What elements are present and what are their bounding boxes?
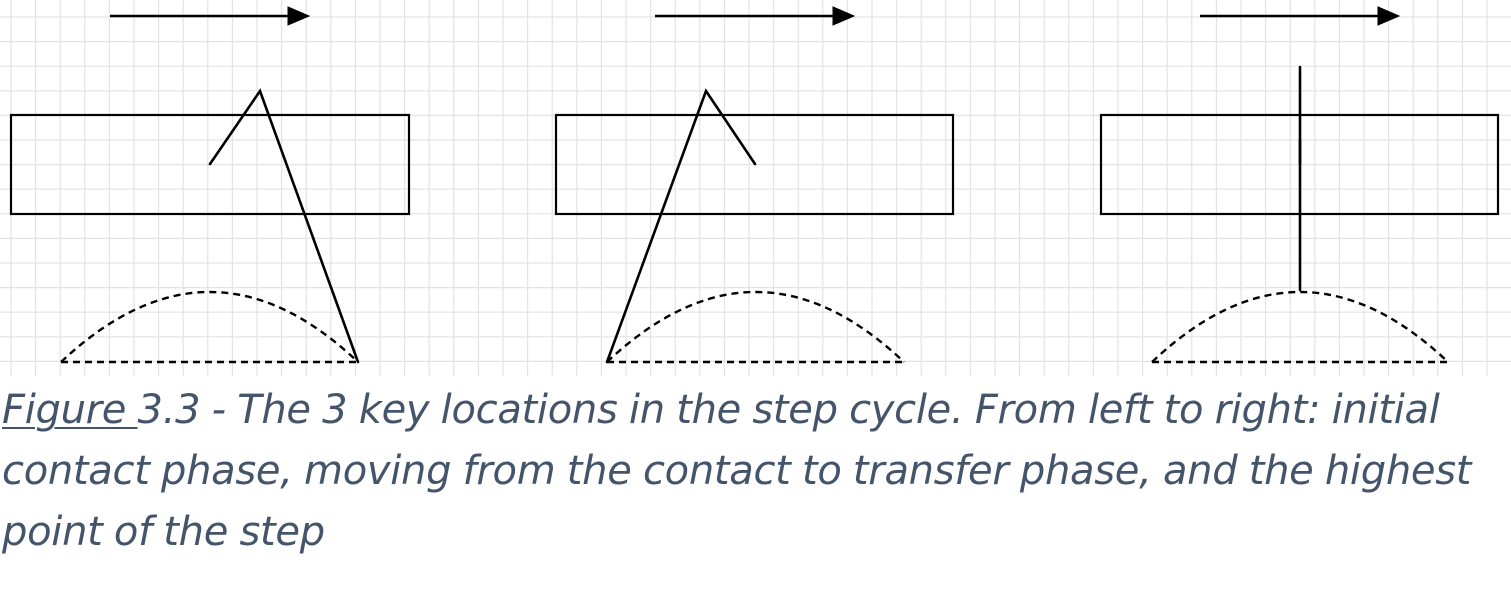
panel-initial-contact	[9, 6, 411, 364]
figure-number: 3.3	[137, 387, 201, 433]
step-cycle-diagram	[0, 0, 1511, 376]
direction-arrow-head	[832, 6, 856, 26]
figure-label: Figure	[2, 387, 138, 433]
leg	[208, 88, 360, 364]
direction-arrow-head	[287, 6, 311, 26]
robot-body	[554, 113, 955, 216]
caption-text: - The 3 key locations in the step cycle.…	[2, 387, 1472, 555]
step-trajectory-arc	[606, 290, 905, 363]
panel-contact-to-transfer	[554, 6, 955, 364]
leg	[605, 88, 757, 364]
step-trajectory-arc	[1151, 290, 1449, 363]
robot-body	[9, 113, 411, 216]
step-trajectory-arc	[60, 290, 359, 363]
direction-arrow-head	[1377, 6, 1401, 26]
figure-caption: Figure 3.3 - The 3 key locations in the …	[2, 380, 1507, 563]
background-grid	[0, 0, 1511, 376]
panel-highest-point	[1099, 6, 1500, 364]
